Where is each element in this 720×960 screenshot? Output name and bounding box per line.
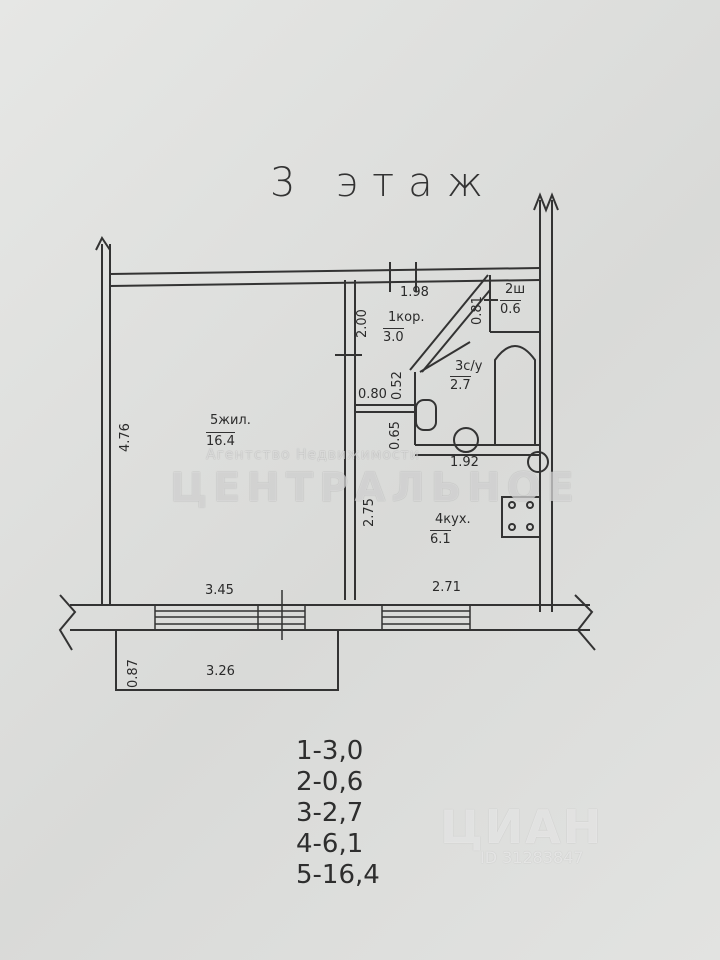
room-name-kitchen: 4кух. <box>435 512 471 527</box>
toilet <box>415 399 437 431</box>
agency-watermark-main: ЦЕНТРАЛЬНОЕ <box>170 465 580 511</box>
room-name-closet: 2ш <box>505 282 526 297</box>
dim-corridor-side: 2.00 <box>355 309 370 338</box>
legend-item: 3-2,7 <box>296 798 364 828</box>
bath-diagonal-wall <box>409 274 489 371</box>
sink <box>453 427 479 453</box>
legend-item: 5-16,4 <box>296 860 380 890</box>
dim-living-height: 4.76 <box>118 423 133 452</box>
room-area-closet: 0.6 <box>500 300 521 317</box>
floor-title: 3 этаж <box>270 160 497 206</box>
dim-corridor-top: 1.98 <box>400 285 429 300</box>
dim-closet-side: 0.81 <box>470 296 485 325</box>
room-area-living: 16.4 <box>206 432 235 449</box>
dim-balcony-width: 3.26 <box>206 664 235 679</box>
cian-listing-id: ID 31283847 <box>480 848 584 867</box>
dim-kitchen-width: 2.71 <box>432 580 461 595</box>
room-area-corridor: 3.0 <box>383 328 404 345</box>
legend-item: 4-6,1 <box>296 829 364 859</box>
balcony <box>115 629 339 691</box>
dim-living-width: 3.45 <box>205 583 234 598</box>
dim-balcony-depth: 0.87 <box>126 659 141 688</box>
room-name-corridor: 1кор. <box>388 310 425 325</box>
window-kitchen <box>381 605 471 630</box>
legend-item: 1-3,0 <box>296 736 364 766</box>
cian-logo: ЦИАН <box>440 800 604 854</box>
agency-watermark-line: Агентство Недвижимости <box>206 447 420 463</box>
room-area-kitchen: 6.1 <box>430 530 451 547</box>
room-name-bathroom: 3с/у <box>455 359 483 374</box>
dim-bath-low: 0.65 <box>388 421 403 450</box>
window-living <box>154 590 306 640</box>
cian-watermark: ЦИАН ID 31283847 <box>440 800 603 867</box>
stove <box>501 496 541 538</box>
area-legend: 1-3,0 2-0,6 3-2,7 4-6,1 5-16,4 <box>296 736 380 891</box>
room-area-bathroom: 2.7 <box>450 376 471 393</box>
top-wall <box>109 267 541 275</box>
dim-kitchen-top: 1.92 <box>450 455 479 470</box>
bathtub <box>494 345 536 445</box>
room-name-living: 5жил. <box>210 413 251 428</box>
dim-corridor-step: 0.80 <box>358 387 387 402</box>
legend-item: 2-0,6 <box>296 767 364 797</box>
dim-bath-side: 0.52 <box>390 371 405 400</box>
